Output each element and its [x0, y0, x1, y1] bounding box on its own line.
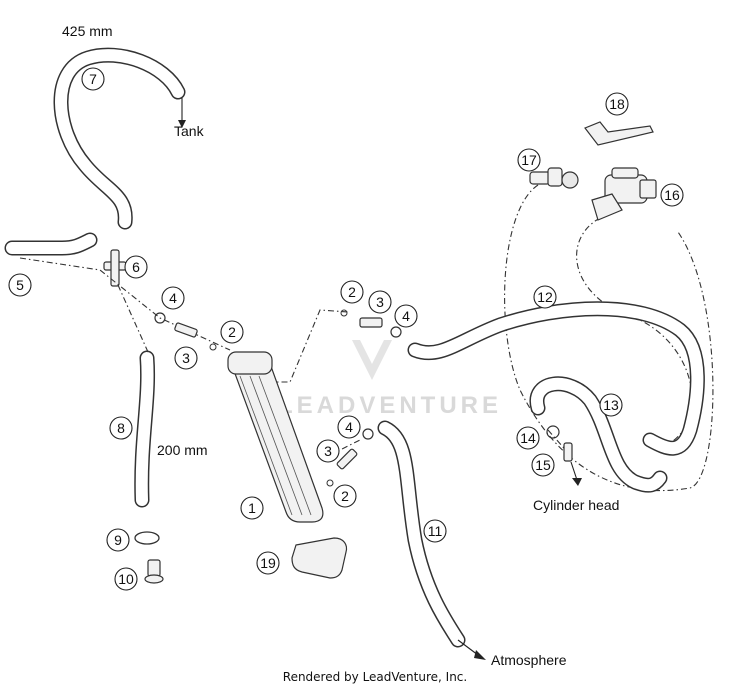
svg-text:2: 2 — [348, 284, 356, 300]
tee-fitting-6 — [103, 249, 127, 287]
svg-text:4: 4 — [345, 419, 353, 435]
callout-2-left: 2 — [220, 320, 244, 344]
hose-7 — [53, 47, 186, 230]
svg-text:4: 4 — [402, 308, 410, 324]
callout-8: 8 — [109, 416, 133, 440]
pad-19 — [291, 537, 348, 579]
svg-text:8: 8 — [117, 420, 125, 436]
svg-text:13: 13 — [603, 397, 619, 413]
cylinder-arrow-head — [572, 478, 582, 486]
callout-4-top: 4 — [394, 304, 418, 328]
svg-text:17: 17 — [521, 152, 537, 168]
fittings-left — [154, 312, 217, 351]
atmosphere-arrow-line — [457, 639, 479, 656]
nipple-15 — [563, 442, 573, 462]
tank-label: Tank — [174, 123, 205, 139]
callout-6: 6 — [124, 255, 148, 279]
watermark: LEADVENTURE — [278, 340, 502, 419]
hose-length-200-label: 200 mm — [157, 442, 208, 458]
callout-15: 15 — [531, 453, 555, 477]
svg-text:2: 2 — [228, 324, 236, 340]
hose-5 — [4, 232, 98, 256]
callout-16: 16 — [660, 183, 684, 207]
callout-1: 1 — [240, 496, 264, 520]
plug-10 — [144, 559, 164, 584]
fittings-top — [340, 309, 402, 338]
svg-text:10: 10 — [118, 571, 134, 587]
callout-3-mid: 3 — [316, 439, 340, 463]
callout-12: 12 — [533, 285, 557, 309]
svg-text:9: 9 — [114, 532, 122, 548]
svg-text:7: 7 — [89, 71, 97, 87]
svg-text:15: 15 — [535, 457, 551, 473]
callout-18: 18 — [605, 92, 629, 116]
svg-text:14: 14 — [520, 430, 536, 446]
callout-7: 7 — [81, 67, 105, 91]
callout-2-top: 2 — [340, 280, 364, 304]
callout-9: 9 — [106, 528, 130, 552]
callout-13: 13 — [599, 393, 623, 417]
valve-17 — [529, 167, 579, 189]
callout-14: 14 — [516, 426, 540, 450]
hose-11 — [377, 420, 466, 648]
svg-text:2: 2 — [341, 488, 349, 504]
callout-4-left: 4 — [161, 286, 185, 310]
svg-text:18: 18 — [609, 96, 625, 112]
svg-text:3: 3 — [182, 350, 190, 366]
callout-10: 10 — [114, 567, 138, 591]
bracket-18 — [584, 121, 654, 146]
svg-text:16: 16 — [664, 187, 680, 203]
cylinder-arrow-line — [570, 461, 578, 481]
atmosphere-label: Atmosphere — [491, 652, 567, 668]
callout-17: 17 — [517, 148, 541, 172]
svg-text:12: 12 — [537, 289, 553, 305]
callout-4-mid: 4 — [337, 415, 361, 439]
fittings-mid — [326, 428, 374, 487]
hose-8 — [134, 350, 156, 508]
svg-text:1: 1 — [248, 500, 256, 516]
tank-arrow-head — [178, 120, 186, 128]
svg-text:3: 3 — [376, 294, 384, 310]
callout-19: 19 — [256, 551, 280, 575]
callout-11: 11 — [423, 519, 447, 543]
carbon-canister-1 — [227, 351, 324, 523]
footer-credit: Rendered by LeadVenture, Inc. — [282, 670, 468, 684]
clamp-9 — [134, 531, 160, 545]
svg-text:19: 19 — [260, 555, 276, 571]
callout-3-top: 3 — [368, 290, 392, 314]
clamp-14 — [546, 425, 560, 439]
atmosphere-arrow-head — [474, 650, 486, 660]
svg-text:5: 5 — [16, 277, 24, 293]
cylinder-head-label: Cylinder head — [533, 497, 619, 513]
hose-13 — [529, 376, 668, 493]
callout-2-mid: 2 — [333, 484, 357, 508]
svg-text:3: 3 — [324, 443, 332, 459]
svg-text:11: 11 — [428, 523, 443, 539]
purge-valve-16 — [591, 167, 657, 221]
svg-text:6: 6 — [132, 259, 140, 275]
hose-12 — [407, 301, 705, 456]
hose-length-425-label: 425 mm — [62, 23, 113, 39]
watermark-text: LEADVENTURE — [278, 392, 502, 419]
callout-3-left: 3 — [174, 346, 198, 370]
svg-text:4: 4 — [169, 290, 177, 306]
callout-5: 5 — [8, 273, 32, 297]
